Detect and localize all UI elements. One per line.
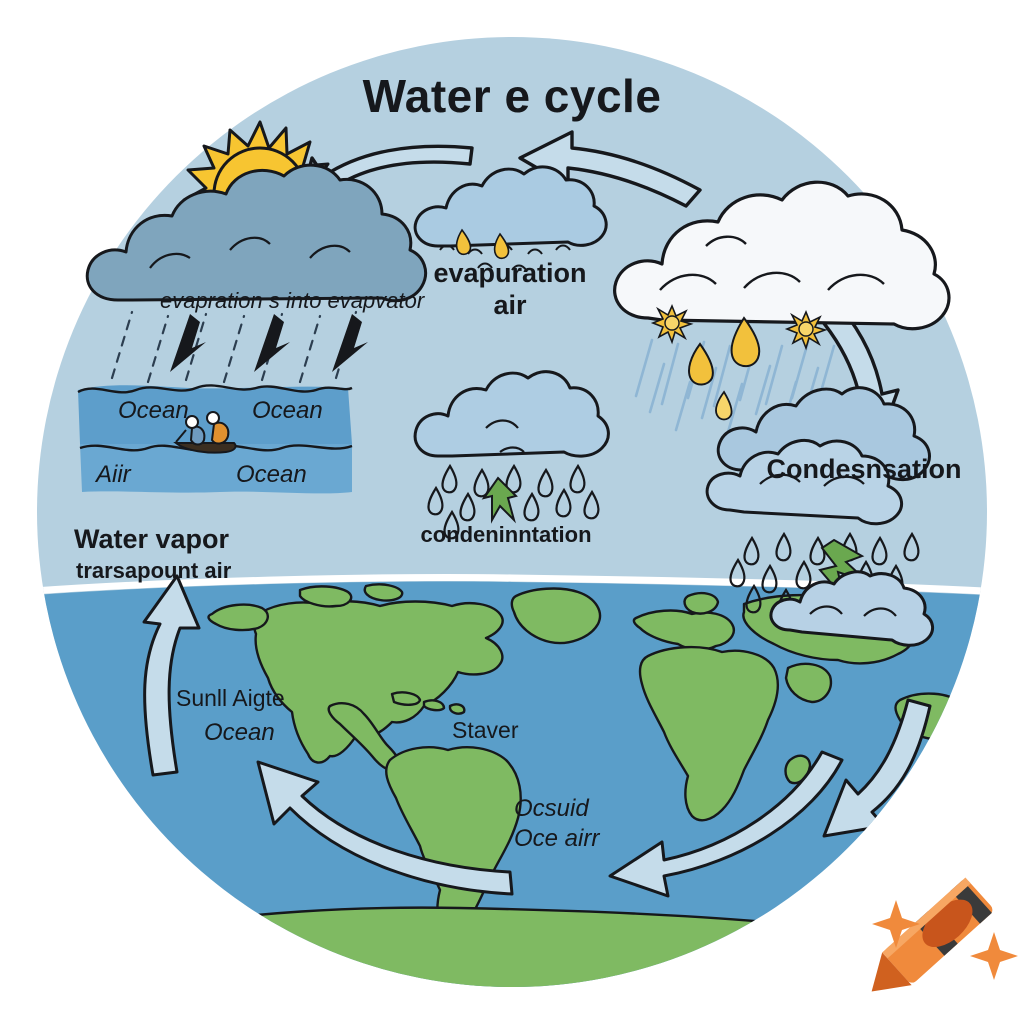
- arrow-globe-bottom-left: [256, 760, 514, 896]
- crayon-icon: [871, 877, 993, 992]
- rain-sun-sparks: [650, 303, 828, 437]
- label-staver: Staver: [452, 717, 519, 743]
- earth-hemisphere: [37, 574, 987, 987]
- boat-icon: [173, 411, 237, 454]
- sparkle-icon: [872, 900, 1018, 980]
- label-evaporation-into: evapration s into evapvator: [160, 288, 426, 313]
- droplets-yellow: [455, 228, 510, 260]
- label-air-left: Aiir: [94, 461, 132, 488]
- arrow-globe-right-down: [822, 698, 932, 838]
- label-water-vapor: Water vapor: [74, 524, 230, 554]
- label-ocsuid-line2: Oce airr: [514, 825, 600, 852]
- cloud-center-top: [413, 165, 608, 271]
- label-evaporation-air-line1: evapuration: [433, 258, 586, 288]
- label-evaporation-air-line2: air: [493, 290, 527, 320]
- cloud-white-large: [613, 180, 951, 331]
- arrow-globe-up-left: [142, 574, 201, 777]
- label-condensation-right: Condesnsation: [766, 454, 961, 484]
- label-condensation-center: condeninntation: [420, 522, 591, 547]
- label-ocean-bottom: Ocean: [236, 461, 307, 488]
- cloud-sun-dark: [85, 163, 427, 303]
- label-sunlight-line2: Ocean: [204, 719, 275, 746]
- earth-circulation-arrows: [142, 574, 932, 898]
- label-ocean-right-top: Ocean: [252, 397, 323, 424]
- ocean-block-left: [77, 384, 353, 494]
- cloud-center-rain: [413, 370, 610, 540]
- cloud-ground-right: [769, 570, 934, 647]
- label-ocean-left-top: Ocean: [118, 397, 189, 424]
- page-title: Water e cycle: [363, 70, 662, 122]
- evaporation-arrows: [170, 314, 368, 372]
- label-transport-air: trarsapount air: [76, 558, 232, 583]
- cloud-condensation-right: [705, 386, 931, 618]
- label-sunlight-line1: Sunll Aigte: [176, 685, 285, 711]
- label-ocsuid-line1: Ocsuid: [514, 795, 589, 822]
- arrow-globe-bottom-right: [608, 750, 844, 898]
